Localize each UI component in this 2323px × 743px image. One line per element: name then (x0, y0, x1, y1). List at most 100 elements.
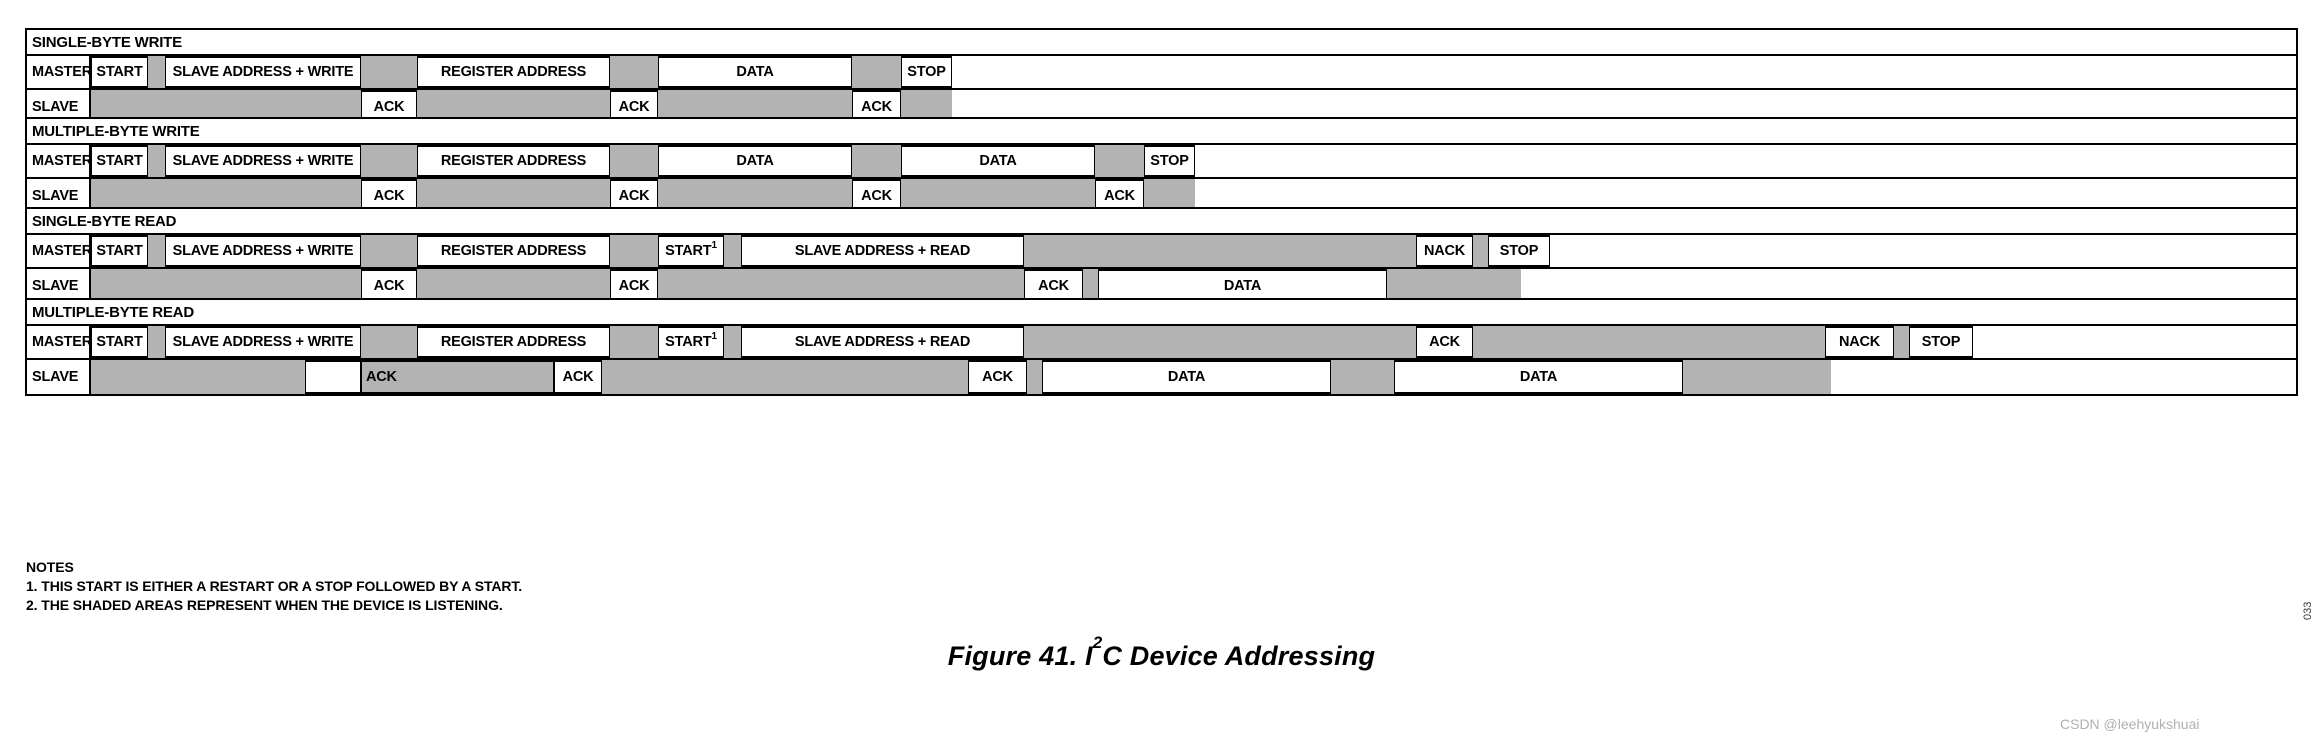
multiple-byte-read-slave-cell-spacer-11 (1683, 360, 1831, 394)
multiple-byte-read-slave-cell-spacer-5 (602, 360, 968, 394)
multiple-byte-read-slave-cell-ack-4: ACK (554, 360, 602, 394)
caption-suffix: C Device Addressing (1102, 641, 1376, 671)
single-byte-write-master-cell-slave-address-write-3: SLAVE ADDRESS + WRITE (165, 56, 361, 88)
single-byte-read-master-cell-spacer-6 (610, 235, 658, 267)
single-byte-read-master-cell-spacer-14 (1550, 235, 1921, 267)
single-byte-read-slave-cell-spacer-1 (91, 269, 361, 303)
single-byte-read-slave-cell-spacer-9 (1387, 269, 1521, 303)
multiple-byte-read-slave-cell-ack-6: ACK (968, 360, 1027, 394)
single-byte-read-slave-cell-ack-2: ACK (361, 269, 417, 303)
single-byte-read-slave-cell-spacer-5 (658, 269, 1024, 303)
multiple-byte-write-master-cell-slave-address-write-3: SLAVE ADDRESS + WRITE (165, 145, 361, 177)
single-byte-read-master-cell-spacer-12 (1473, 235, 1488, 267)
multiple-byte-write-master-cell-spacer-10 (1095, 145, 1144, 177)
single-byte-read-master-cell-spacer-10 (1024, 235, 1416, 267)
single-byte-read-master-cell-slave-address-write-3: SLAVE ADDRESS + WRITE (165, 235, 361, 267)
section-title-multiple-byte-read: MULTIPLE-BYTE READ (27, 300, 2296, 326)
multiple-byte-write-master-cell-master-0: MASTER (27, 145, 91, 177)
section-title-single-byte-write: SINGLE-BYTE WRITE (27, 30, 2296, 56)
watermark-label: CSDN @leehyukshuai (2060, 716, 2200, 732)
single-byte-write-master-cell-spacer-2 (148, 56, 165, 88)
single-byte-read-master-cell-master-0: MASTER (27, 235, 91, 267)
multiple-byte-read-master-cell-spacer-14 (1894, 326, 1909, 358)
single-byte-read-master-cell-spacer-8 (724, 235, 741, 267)
single-byte-write-master-cell-data-7: DATA (658, 56, 852, 88)
multiple-byte-read-slave-cell-slave-0: SLAVE (27, 360, 91, 394)
multiple-byte-write-master-cell-spacer-2 (148, 145, 165, 177)
single-byte-read-slave-cell-spacer-3 (417, 269, 610, 303)
figure-side-code: 033 (2302, 601, 2314, 620)
single-byte-write-master-cell-spacer-8 (852, 56, 901, 88)
start-label: START (665, 243, 712, 259)
multiple-byte-read-slave-cell-data-8: DATA (1042, 360, 1331, 394)
single-byte-read-slave-cell-spacer-7 (1083, 269, 1098, 303)
notes-heading: NOTES (26, 559, 74, 575)
multiple-byte-read-master-cell-nack-13: NACK (1825, 326, 1894, 358)
figure-caption: Figure 41. I2C Device Addressing (0, 634, 2323, 672)
caption-superscript: 2 (1092, 633, 1103, 652)
single-byte-write-master-cell-stop-9: STOP (901, 56, 952, 88)
start-label: START (665, 334, 712, 350)
multiple-byte-read-master-cell-spacer-12 (1473, 326, 1825, 358)
multiple-byte-write-master-cell-spacer-12 (1195, 145, 1553, 177)
multiple-byte-read-master-cell-slave-address-read-9: SLAVE ADDRESS + READ (741, 326, 1024, 358)
single-byte-read-slave-cell-slave-0: SLAVE (27, 269, 91, 303)
caption-prefix: Figure 41. I (947, 641, 1093, 671)
single-byte-write-master-cell-spacer-4 (361, 56, 417, 88)
single-byte-write-master-cell-start-1: START (91, 56, 148, 88)
multiple-byte-read-slave-cell-data-10: DATA (1394, 360, 1683, 394)
multiple-byte-read-master-cell-spacer-10 (1024, 326, 1416, 358)
single-byte-read-slave-cell-ack-6: ACK (1024, 269, 1083, 303)
single-byte-read-master-cell-spacer-2 (148, 235, 165, 267)
multiple-byte-read-master-cell-register-address-5: REGISTER ADDRESS (417, 326, 610, 358)
multiple-byte-write-master-cell-register-address-5: REGISTER ADDRESS (417, 145, 610, 177)
multiple-byte-write-master-cell-spacer-4 (361, 145, 417, 177)
multiple-byte-read-master-row: MASTER START SLAVE ADDRESS + WRITE REGISTER… (27, 326, 2296, 360)
multiple-byte-read-slave-cell-spacer-7 (1027, 360, 1042, 394)
notes-block: NOTES 1. THIS START IS EITHER A RESTART … (26, 558, 522, 615)
multiple-byte-read-master-cell-ack-11: ACK (1416, 326, 1473, 358)
multiple-byte-read-master-cell-spacer-16 (1973, 326, 2020, 358)
multiple-byte-read-slave-cell-spacer-9 (1331, 360, 1394, 394)
section-title-single-byte-read: SINGLE-BYTE READ (27, 209, 2296, 235)
multiple-byte-write-master-cell-data-7: DATA (658, 145, 852, 177)
single-byte-write-master-cell-spacer-10 (952, 56, 1553, 88)
multiple-byte-write-master-cell-spacer-6 (610, 145, 658, 177)
note-item-2: 2. THE SHADED AREAS REPRESENT WHEN THE D… (26, 596, 503, 613)
single-byte-write-master-cell-register-address-5: REGISTER ADDRESS (417, 56, 610, 88)
multiple-byte-read-master-cell-spacer-8 (724, 326, 741, 358)
single-byte-read-master-cell-start-1: START (91, 235, 148, 267)
single-byte-read-master-cell-stop-13: STOP (1488, 235, 1550, 267)
single-byte-read-master-cell-register-address-5: REGISTER ADDRESS (417, 235, 610, 267)
note-item-1: 1. THIS START IS EITHER A RESTART OR A S… (26, 577, 523, 594)
multiple-byte-write-master-cell-data-9: DATA (901, 145, 1095, 177)
multiple-byte-write-master-cell-stop-11: STOP (1144, 145, 1195, 177)
single-byte-read-master-cell-spacer-4 (361, 235, 417, 267)
single-byte-write-master-cell-master-0: MASTER (27, 56, 91, 88)
multiple-byte-read-master-cell-slave-address-write-3: SLAVE ADDRESS + WRITE (165, 326, 361, 358)
multiple-byte-read-master-cell-master-0: MASTER (27, 326, 91, 358)
multiple-byte-read-master-cell-spacer-6 (610, 326, 658, 358)
single-byte-write-master-cell-spacer-6 (610, 56, 658, 88)
multiple-byte-read-master-cell-spacer-4 (361, 326, 417, 358)
multiple-byte-write-master-cell-start-1: START (91, 145, 148, 177)
multiple-byte-write-master-cell-spacer-8 (852, 145, 901, 177)
multiple-byte-read-master-cell-stop-15: STOP (1909, 326, 1973, 358)
multiple-byte-read-slave-cell-spacer-1 (91, 360, 305, 394)
multiple-byte-read-slave-cell-spacer-2 (305, 360, 361, 394)
multiple-byte-read-slave-cell-spacer-12 (1831, 360, 1878, 394)
multiple-byte-read-master-cell-spacer-2 (148, 326, 165, 358)
single-byte-read-master-cell-nack-11: NACK (1416, 235, 1473, 267)
single-byte-read-master-cell-slave-address-read-9: SLAVE ADDRESS + READ (741, 235, 1024, 267)
